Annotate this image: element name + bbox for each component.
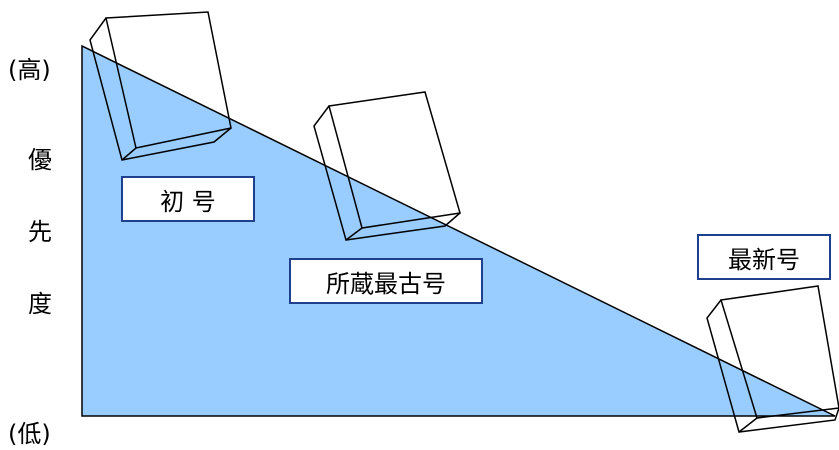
axis-high-label: (高)	[8, 56, 51, 84]
book-icon	[706, 285, 839, 433]
first-issue-label: 初 号	[121, 176, 255, 222]
book-icon	[89, 11, 232, 161]
axis-low-label: (低)	[8, 420, 51, 448]
axis-title-char-3: 度	[28, 290, 52, 318]
priority-triangle	[81, 44, 836, 417]
latest-issue-label: 最新号	[697, 234, 831, 280]
axis-title-char-2: 先	[28, 218, 52, 246]
book-icon	[313, 91, 461, 241]
oldest-held-label: 所蔵最古号	[289, 258, 483, 304]
axis-title-char-1: 優	[28, 146, 52, 174]
